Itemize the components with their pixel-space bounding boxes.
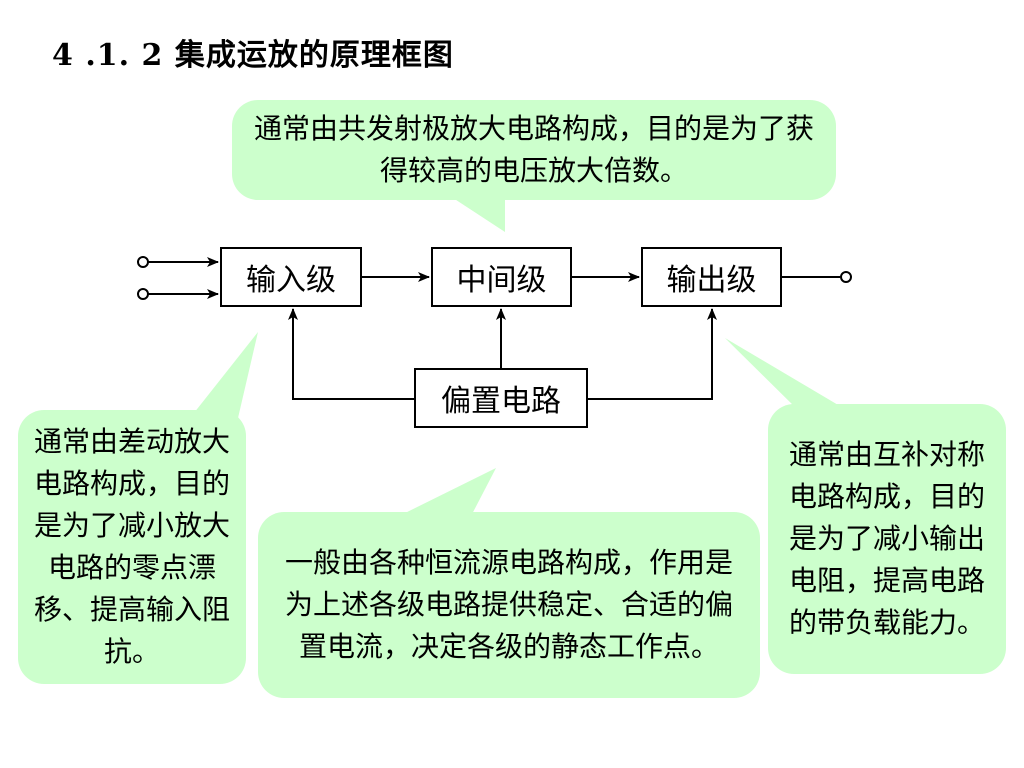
page-title: 4 .1. 2 集成运放的原理框图 [52, 38, 454, 73]
bias-to-input-arrow [288, 308, 414, 400]
bottom-note-tail [395, 468, 496, 518]
output-terminal [840, 271, 852, 283]
bias-circuit-block: 偏置电路 [414, 368, 588, 428]
output-stage-note: 通常由互补对称电路构成，目的是为了减小输出电阻，提高电路的带负载能力。 [768, 404, 1006, 674]
middle-stage-note: 通常由共发射极放大电路构成，目的是为了获得较高的电压放大倍数。 [232, 100, 836, 200]
left-note-tail [190, 332, 258, 418]
middle-stage-block: 中间级 [431, 247, 572, 307]
output-stage-block: 输出级 [641, 247, 782, 307]
input-stage-note-text: 通常由差动放大电路构成，目的是为了减小放大电路的零点漂移、提高输入阻抗。 [33, 425, 230, 668]
input-stage-block: 输入级 [220, 247, 362, 307]
input-stage-note: 通常由差动放大电路构成，目的是为了减小放大电路的零点漂移、提高输入阻抗。 [18, 410, 246, 684]
input-terminal-2 [137, 288, 149, 300]
input-terminal-1 [137, 256, 149, 268]
top-note-tail [450, 196, 505, 232]
output-stage-note-text: 通常由互补对称电路构成，目的是为了减小输出电阻，提高电路的带负载能力。 [788, 438, 985, 639]
middle-stage-note-text: 通常由共发射极放大电路构成，目的是为了获得较高的电压放大倍数。 [253, 112, 814, 187]
bias-circuit-note: 一般由各种恒流源电路构成，作用是为上述各级电路提供稳定、合适的偏置电流，决定各级… [258, 512, 760, 698]
right-note-tail [725, 338, 850, 412]
bias-to-output-arrow [588, 308, 717, 400]
bias-circuit-note-text: 一般由各种恒流源电路构成，作用是为上述各级电路提供稳定、合适的偏置电流，决定各级… [284, 546, 733, 663]
